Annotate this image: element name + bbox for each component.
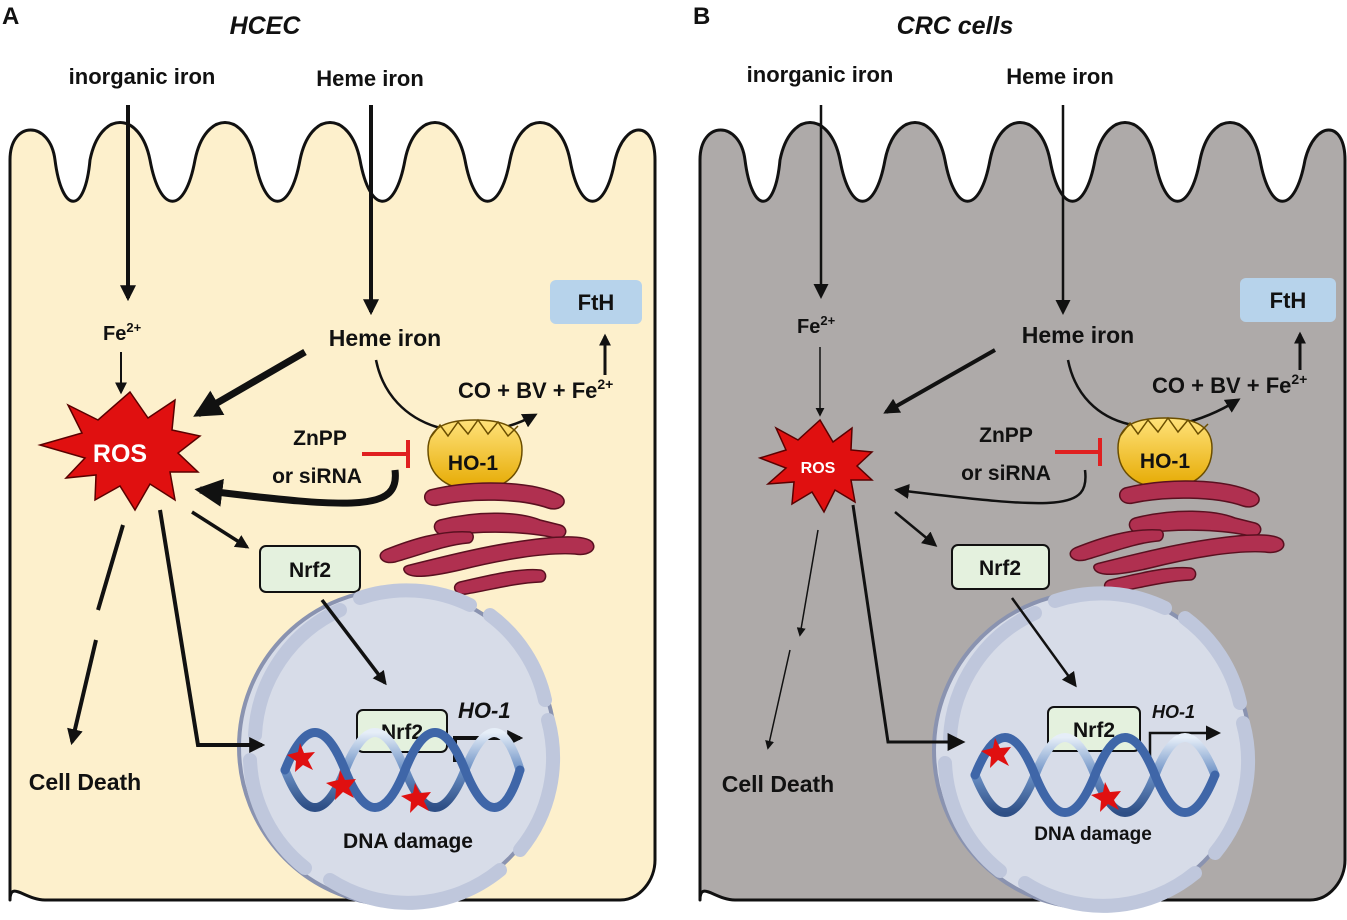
nrf2-to-nucleus-arrow xyxy=(320,598,387,686)
sirna-label: or siRNA xyxy=(961,462,1051,485)
heme-to-ros-arrow xyxy=(193,348,307,418)
nrf2-box xyxy=(951,544,1050,590)
ho1-to-ros-arrow xyxy=(194,469,399,507)
golgi-apparatus xyxy=(379,482,595,595)
fe2-label: Fe2+ xyxy=(103,320,142,345)
cell-death-label: Cell Death xyxy=(722,771,834,797)
ros-to-dna-arrow xyxy=(158,509,266,753)
heme-iron-input-label: Heme iron xyxy=(316,66,424,91)
ho1-gene-label: HO-1 xyxy=(1152,702,1195,722)
golgi-apparatus xyxy=(1069,480,1285,593)
dna-damage-label: DNA damage xyxy=(343,830,473,853)
cell-death-label: Cell Death xyxy=(29,769,141,795)
dna-damage-star xyxy=(326,770,356,800)
fth-label: FtH xyxy=(578,290,615,315)
ho1-label: HO-1 xyxy=(1140,450,1190,473)
fth-label: FtH xyxy=(1270,288,1307,313)
dna-damage-star xyxy=(401,783,431,813)
ros-to-death-arrow-2 xyxy=(765,649,791,750)
ho1-to-ros-arrow xyxy=(894,469,1087,505)
ho1-label: HO-1 xyxy=(448,452,498,475)
nrf2-label: Nrf2 xyxy=(979,557,1021,580)
dna-damage-label: DNA damage xyxy=(1034,824,1152,845)
heme-iron-label: Heme iron xyxy=(1022,322,1134,348)
sirna-label: or siRNA xyxy=(272,465,362,488)
ros-burst xyxy=(757,418,874,514)
dna-helix xyxy=(280,728,525,812)
ros-burst xyxy=(37,390,202,512)
heme-iron-input-label: Heme iron xyxy=(1006,64,1114,89)
dna-damage-star xyxy=(981,738,1011,768)
panel-letter: A xyxy=(2,3,19,30)
nrf2-label: Nrf2 xyxy=(289,559,331,582)
heme-to-ros-arrow xyxy=(883,348,996,414)
panel-title: HCEC xyxy=(230,12,302,40)
ho1-gene-promoter-arrow xyxy=(1148,725,1221,762)
dna-helix xyxy=(970,733,1220,817)
products-label: CO + BV + Fe2+ xyxy=(458,376,613,403)
ros-to-death-arrow-2 xyxy=(67,639,98,746)
ros-to-nrf2-arrow xyxy=(191,510,250,549)
dna-damage-star xyxy=(1091,782,1121,812)
dna-damage-star xyxy=(287,743,315,772)
ros-label: ROS xyxy=(93,440,147,468)
heme-iron-label: Heme iron xyxy=(329,325,441,351)
nrf2-box xyxy=(259,545,361,593)
heme-degradation-arrow xyxy=(374,359,538,434)
panel-a: A HCEC inorganic iron Heme iron Fe2+ Hem… xyxy=(2,3,657,910)
znpp-label: ZnPP xyxy=(293,427,347,450)
inorganic-iron-label: inorganic iron xyxy=(747,62,894,87)
nrf2-to-nucleus-arrow xyxy=(1010,597,1077,688)
products-label: CO + BV + Fe2+ xyxy=(1152,371,1307,398)
nrf2-nuclear-label: Nrf2 xyxy=(1073,719,1115,742)
ho1-gene-label: HO-1 xyxy=(458,698,511,723)
ros-label: ROS xyxy=(801,460,836,477)
inorganic-iron-label: inorganic iron xyxy=(69,64,216,89)
panel-b: B CRC cells inorganic iron Heme iron Fe2… xyxy=(693,3,1347,913)
ros-to-death-arrow-1 xyxy=(96,524,125,611)
panel-letter: B xyxy=(693,3,710,30)
ros-to-dna-arrow xyxy=(851,504,966,751)
fth-box xyxy=(1240,278,1336,322)
ros-to-nrf2-arrow xyxy=(894,511,938,547)
ros-to-death-arrow-1 xyxy=(796,529,819,637)
znpp-label: ZnPP xyxy=(979,424,1033,447)
panel-title: CRC cells xyxy=(897,12,1014,40)
fth-box xyxy=(550,280,642,324)
fe2-label: Fe2+ xyxy=(797,313,836,338)
